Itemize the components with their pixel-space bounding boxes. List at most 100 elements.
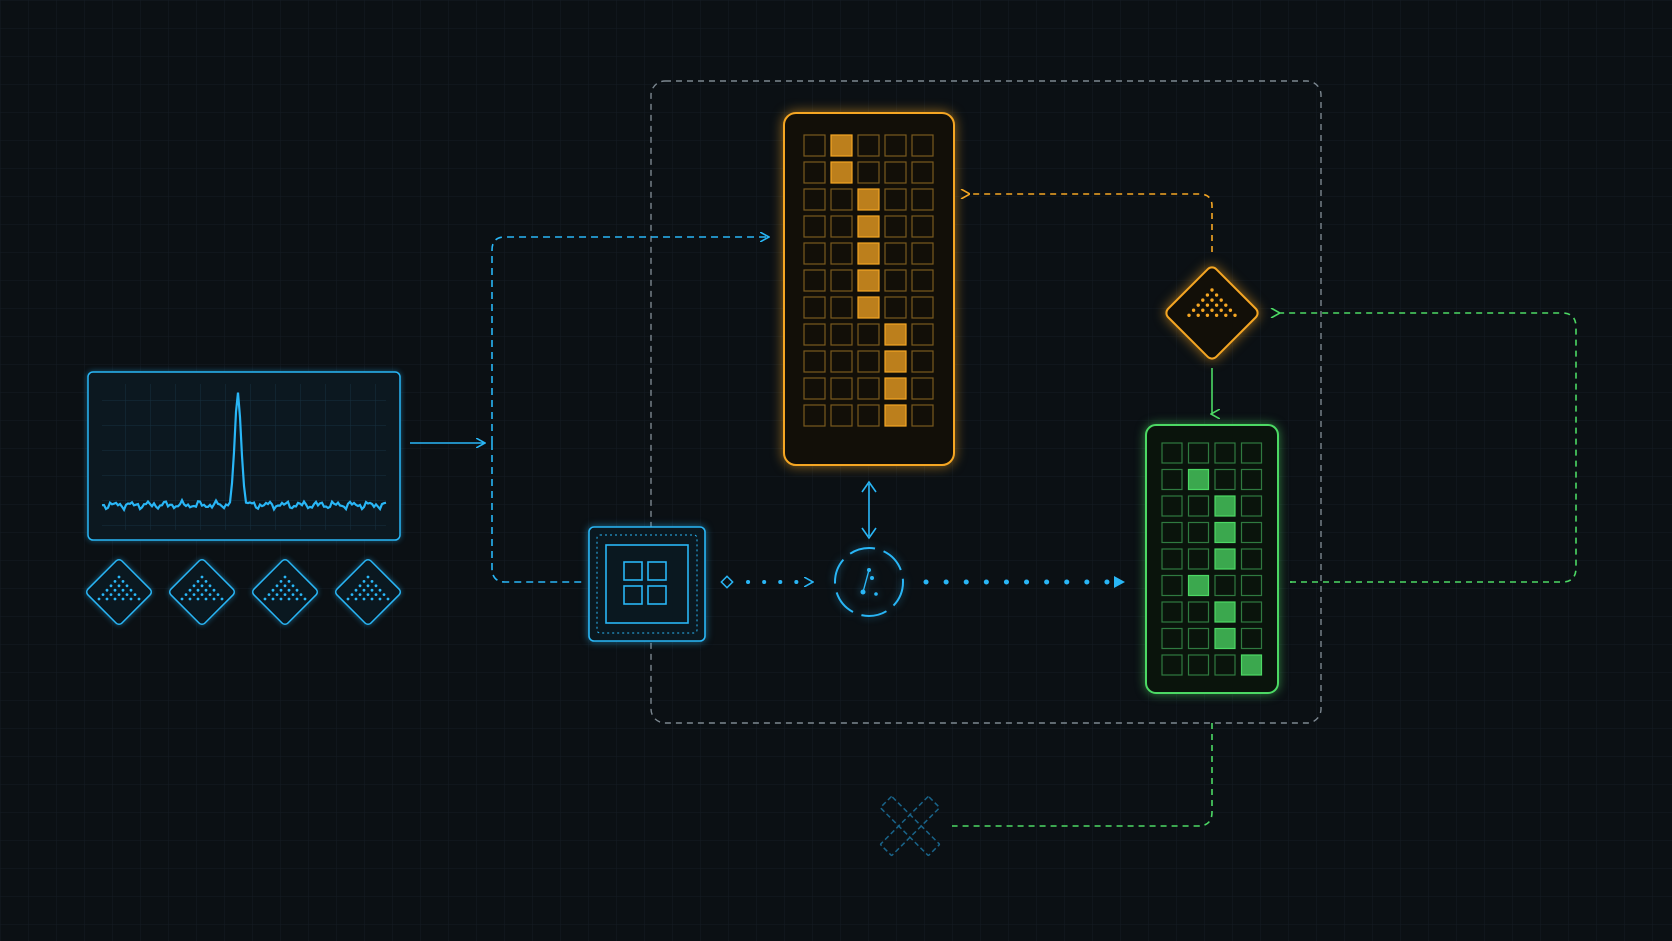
pyramid-dot	[105, 597, 109, 601]
matrix-cell	[1240, 442, 1263, 464]
pyramid-dot	[208, 584, 212, 588]
matrix-cell	[830, 350, 853, 373]
pyramid-dot	[295, 588, 299, 592]
pyramid-dot	[125, 584, 129, 588]
matrix-cell	[1187, 442, 1210, 464]
matrix-cell	[803, 377, 826, 400]
pyramid-dot	[200, 575, 204, 579]
matrix-cell	[911, 377, 934, 400]
matrix-cell	[857, 404, 880, 427]
pyramid-dot	[354, 588, 358, 592]
pyramid-dot	[1224, 313, 1228, 317]
matrix-cell-active	[830, 134, 853, 157]
mini-diamond-icon[interactable]	[251, 558, 319, 626]
pyramid-dot	[117, 575, 121, 579]
matrix-cell	[1161, 627, 1183, 650]
matrix-cell-active	[857, 215, 880, 238]
pyramid-dot	[263, 597, 267, 601]
matrix-cell	[830, 242, 853, 265]
matrix-cell	[830, 296, 853, 319]
pyramid-dot	[1201, 298, 1205, 302]
matrix-cell	[1214, 654, 1236, 676]
matrix-cell-active	[857, 188, 880, 211]
green-matrix-card[interactable]	[1145, 424, 1279, 694]
decision-diamond[interactable]	[1164, 265, 1260, 361]
pyramid-dot	[1214, 313, 1219, 317]
matrix-cell	[1240, 601, 1263, 623]
pyramid-dot	[362, 588, 366, 592]
pyramid-dot	[346, 597, 350, 601]
pyramid-dot	[386, 597, 390, 601]
pyramid-dot	[117, 584, 121, 588]
pyramid-dot	[1233, 313, 1237, 317]
pyramid-dot	[1219, 298, 1223, 302]
matrix-cell-active	[1214, 627, 1236, 650]
pyramid-dot	[366, 593, 370, 596]
matrix-cell	[1187, 495, 1210, 517]
matrix-cell-active	[1214, 495, 1236, 517]
diamond-dot-pyramid-icon	[1187, 288, 1237, 317]
pyramid-dot	[125, 593, 129, 596]
matrix-cell-active	[1214, 601, 1236, 623]
matrix-cell	[1187, 627, 1210, 650]
mini-diamond-icon[interactable]	[334, 558, 402, 626]
matrix-cell	[884, 134, 907, 157]
pyramid-dot	[196, 580, 200, 583]
matrix-cell	[830, 323, 853, 346]
matrix-cell-active	[884, 377, 907, 400]
pyramid-dot	[200, 593, 204, 596]
pyramid-dot	[1210, 288, 1214, 292]
mini-diamond-icon[interactable]	[168, 558, 236, 626]
matrix-cell	[911, 242, 934, 265]
matrix-cell-active	[1240, 654, 1263, 676]
pyramid-dot	[220, 597, 224, 601]
pyramid-dot	[117, 593, 121, 596]
orange-matrix-card[interactable]	[783, 112, 955, 466]
pyramid-dot	[1210, 298, 1214, 302]
matrix-cell	[1240, 548, 1263, 570]
matrix-cell	[884, 269, 907, 292]
matrix-cell	[803, 404, 826, 427]
pyramid-dot	[382, 593, 386, 596]
matrix-cell	[1187, 654, 1210, 676]
pyramid-dot	[216, 593, 220, 596]
pyramid-dot	[287, 588, 291, 592]
pyramid-dot	[133, 593, 137, 596]
matrix-cell	[884, 215, 907, 238]
processor-chip-icon[interactable]	[588, 526, 706, 642]
circular-node-icon[interactable]	[834, 547, 904, 617]
matrix-cell	[1187, 548, 1210, 570]
matrix-cell	[803, 188, 826, 211]
pyramid-dot	[1228, 308, 1233, 312]
pyramid-dot	[1214, 303, 1219, 307]
pyramid-dot	[1205, 313, 1210, 317]
matrix-cell	[803, 269, 826, 292]
green-feedback-loop	[1278, 313, 1577, 583]
signal-panel[interactable]	[87, 371, 401, 541]
matrix-cell-active	[1187, 468, 1210, 491]
matrix-cell	[1214, 574, 1236, 597]
matrix-cell-active	[857, 296, 880, 319]
pyramid-dot	[275, 593, 279, 596]
chip-to-router-dots	[720, 575, 814, 589]
pyramid-dot	[180, 597, 184, 601]
matrix-cell	[884, 242, 907, 265]
route-to-orange-matrix	[491, 237, 768, 443]
matrix-cell	[911, 215, 934, 238]
matrix-cell	[1161, 654, 1183, 676]
pyramid-dot	[271, 588, 275, 592]
pyramid-dot	[1205, 293, 1210, 297]
matrix-cell	[1187, 601, 1210, 623]
matrix-cell	[911, 323, 934, 346]
pyramid-dot	[374, 593, 378, 596]
matrix-cell-active	[857, 269, 880, 292]
mini-diamond-icon[interactable]	[85, 558, 153, 626]
signal-spike-icon	[101, 392, 387, 513]
pyramid-dot	[291, 593, 295, 596]
x-cross-icon[interactable]	[862, 778, 958, 874]
matrix-cell-active	[884, 350, 907, 373]
green-to-terminal-route	[952, 723, 1213, 827]
orange-matrix-grid	[803, 134, 934, 427]
pyramid-dot	[188, 588, 192, 592]
pyramid-dot	[283, 593, 287, 596]
